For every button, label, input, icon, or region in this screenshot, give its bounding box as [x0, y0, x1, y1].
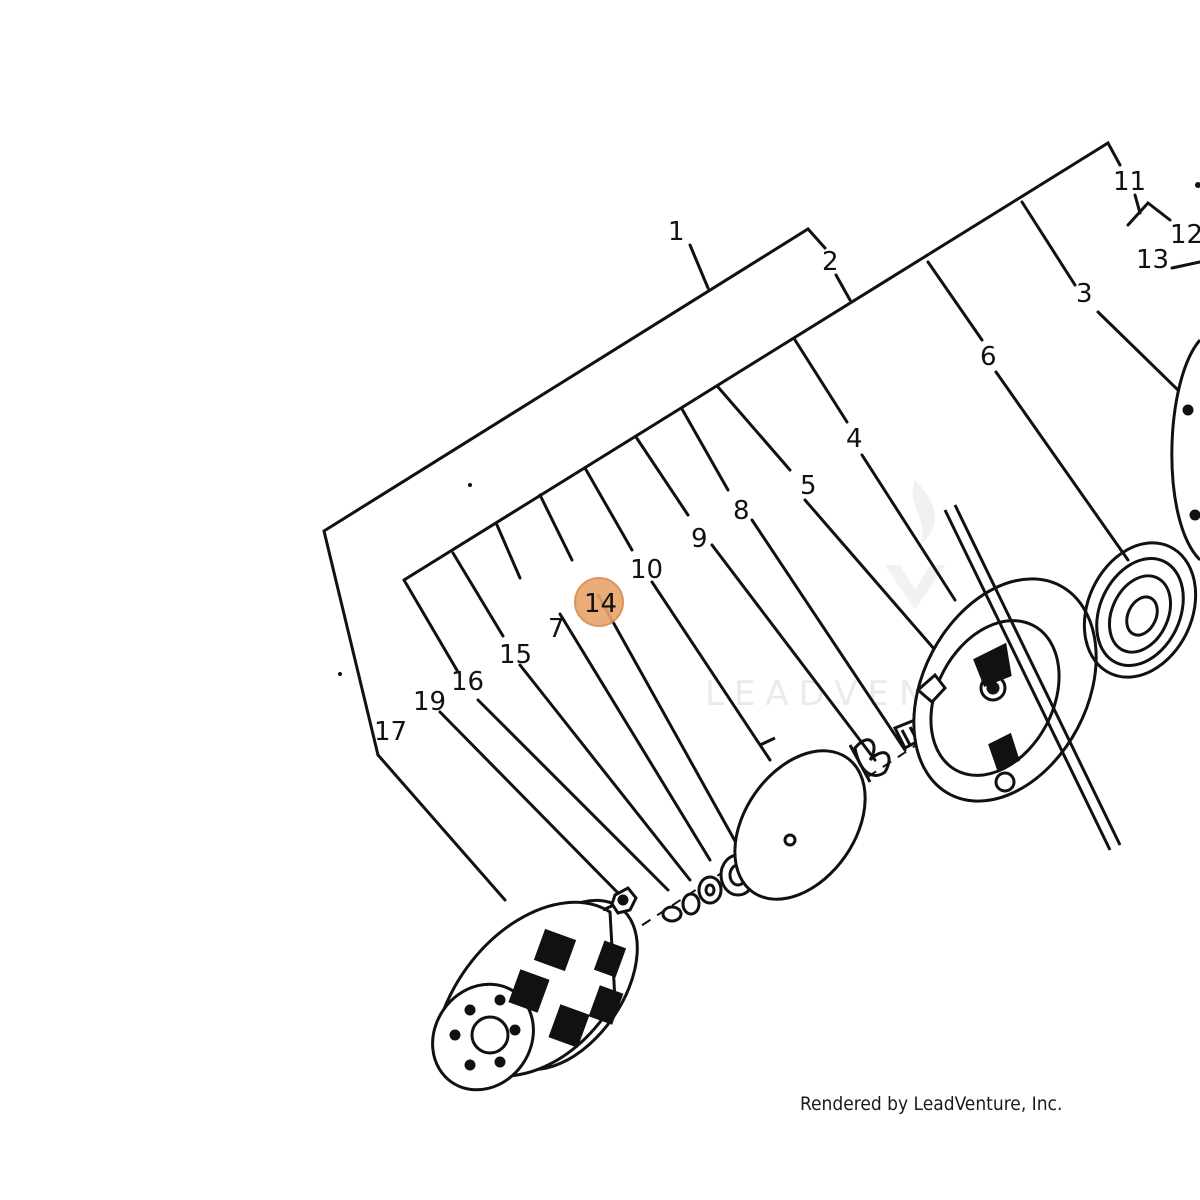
recoil-spring-3	[1082, 541, 1198, 679]
starter-cup	[431, 898, 639, 1092]
callout-2[interactable]: 2	[822, 247, 839, 277]
stray-mark	[1195, 182, 1200, 188]
friction-plate-10	[733, 736, 867, 901]
credit-text: Rendered by LeadVenture, Inc.	[800, 1093, 1063, 1115]
callout-6[interactable]: 6	[980, 342, 997, 372]
stray-mark	[338, 672, 342, 676]
rope-6	[943, 504, 1122, 851]
washer-7	[697, 875, 723, 905]
callout-16[interactable]: 16	[451, 667, 484, 697]
callout-12[interactable]: 12	[1170, 220, 1200, 250]
bolt-19	[602, 886, 638, 915]
washer-16	[661, 905, 683, 923]
callout-11[interactable]: 11	[1113, 167, 1146, 197]
callout-highlight	[574, 577, 624, 627]
leader-lines	[322, 140, 1200, 902]
callout-17[interactable]: 17	[374, 717, 407, 747]
pawl-5	[915, 672, 1016, 793]
callout-7[interactable]: 7	[548, 614, 565, 644]
callout-14[interactable]: 14	[584, 589, 617, 619]
housing-partial	[1170, 339, 1200, 562]
callout-13[interactable]: 13	[1136, 245, 1169, 275]
callout-15[interactable]: 15	[499, 640, 532, 670]
callout-10[interactable]: 10	[630, 555, 663, 585]
callout-9[interactable]: 9	[691, 524, 708, 554]
callout-5[interactable]: 5	[800, 471, 817, 501]
reel-4	[912, 577, 1098, 803]
callout-8[interactable]: 8	[733, 496, 750, 526]
callout-3[interactable]: 3	[1076, 279, 1093, 309]
callout-19[interactable]: 19	[413, 687, 446, 717]
callout-numbers: 1 2 3 4 5 6 7 8 9 10 11 12 13 14 15 16 1…	[374, 167, 1200, 747]
washer-15	[681, 892, 701, 916]
callout-1[interactable]: 1	[668, 217, 685, 247]
spring-9	[848, 738, 891, 783]
stray-mark	[468, 483, 472, 487]
callout-4[interactable]: 4	[846, 424, 863, 454]
